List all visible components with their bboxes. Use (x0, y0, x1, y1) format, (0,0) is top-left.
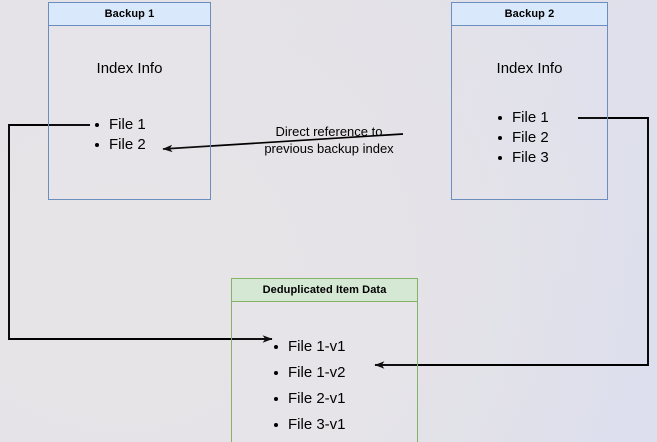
list-item: File 3-v1 (272, 412, 346, 438)
node-backup1[interactable]: Backup 1 Index Info File 1 File 2 (48, 2, 211, 200)
node-backup1-header: Backup 1 (49, 3, 210, 26)
backup2-file-list: File 1 File 2 File 3 (496, 108, 549, 168)
list-item: File 2-v1 (272, 386, 346, 412)
list-item: File 2 (496, 128, 549, 148)
backup1-file-list: File 1 File 2 (93, 115, 146, 155)
node-dedup-header: Deduplicated Item Data (232, 279, 417, 302)
list-item: File 3 (496, 148, 549, 168)
list-item: File 1-v2 (272, 360, 346, 386)
node-backup2-header: Backup 2 (452, 3, 607, 26)
list-item: File 2 (93, 135, 146, 155)
annotation-direct-reference: Direct reference to previous backup inde… (248, 123, 410, 157)
node-backup2[interactable]: Backup 2 Index Info File 1 File 2 File 3 (451, 2, 608, 200)
list-item: File 1 (496, 108, 549, 128)
node-deduplicated-item-data[interactable]: Deduplicated Item Data File 1-v1 File 1-… (231, 278, 418, 442)
node-backup2-body: Index Info File 1 File 2 File 3 (452, 26, 607, 199)
annotation-line-2: previous backup index (264, 141, 394, 156)
node-backup1-subtitle: Index Info (96, 60, 163, 77)
node-backup2-subtitle: Index Info (496, 60, 563, 77)
dedup-file-list: File 1-v1 File 1-v2 File 2-v1 File 3-v1 (272, 334, 346, 438)
list-item: File 1-v1 (272, 334, 346, 360)
node-backup1-body: Index Info File 1 File 2 (49, 26, 210, 199)
list-item: File 1 (93, 115, 146, 135)
node-dedup-body: File 1-v1 File 1-v2 File 2-v1 File 3-v1 (232, 302, 417, 442)
annotation-line-1: Direct reference to (275, 124, 383, 139)
